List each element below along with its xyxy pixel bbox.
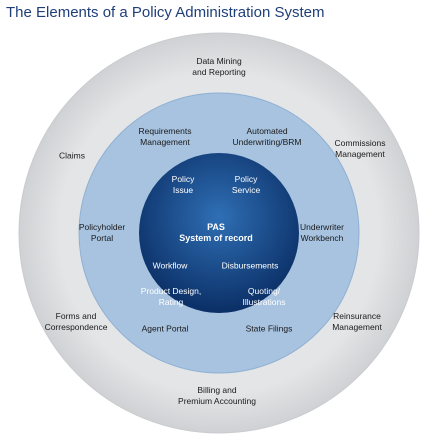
label-disbursements: Disbursements: [221, 260, 279, 271]
diagram-title: The Elements of a Policy Administration …: [6, 4, 325, 21]
label-claims: Claims: [59, 150, 85, 161]
core-circle: [139, 153, 299, 313]
label-product-design: Product Design,Rating: [140, 286, 202, 307]
label-agent-portal: Agent Portal: [141, 323, 189, 334]
label-quoting: Quoting/Illustrations: [242, 286, 286, 307]
label-workflow: Workflow: [152, 260, 188, 271]
label-state-filings: State Filings: [245, 323, 293, 334]
